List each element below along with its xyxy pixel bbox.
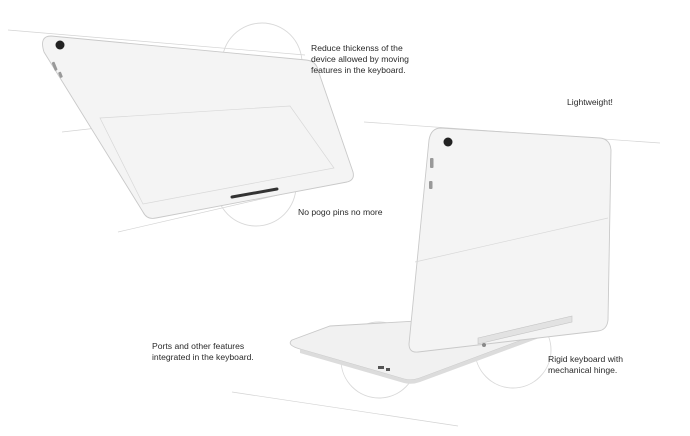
annotation-ports-features: Ports and other features integrated in t…	[152, 341, 254, 362]
standing-rear-camera-icon	[443, 137, 453, 147]
guide-line-bottom	[231, 391, 459, 427]
hinge-icon	[477, 315, 573, 345]
annotation-lightweight: Lightweight!	[567, 97, 613, 107]
annotation-rigid-keyboard: Rigid keyboard with mechanical hinge.	[548, 354, 623, 375]
hinge-pin-icon	[482, 343, 486, 347]
port-icon-2	[386, 368, 390, 371]
annotation-no-pogo: No pogo pins no more	[298, 207, 383, 217]
volume-button-icon	[51, 61, 58, 71]
standing-power-button-icon	[429, 181, 433, 189]
guide-line-top-left	[7, 29, 306, 56]
device-back-view	[42, 35, 354, 219]
annotation-reduce-thickness: Reduce thickenss of the device allowed b…	[311, 43, 409, 75]
power-button-icon	[58, 71, 63, 78]
connector-strip-icon	[230, 187, 279, 199]
rear-camera-icon	[55, 40, 65, 50]
standing-volume-button-icon	[430, 158, 434, 168]
device-standing-view	[408, 127, 612, 353]
port-icon	[378, 366, 384, 369]
